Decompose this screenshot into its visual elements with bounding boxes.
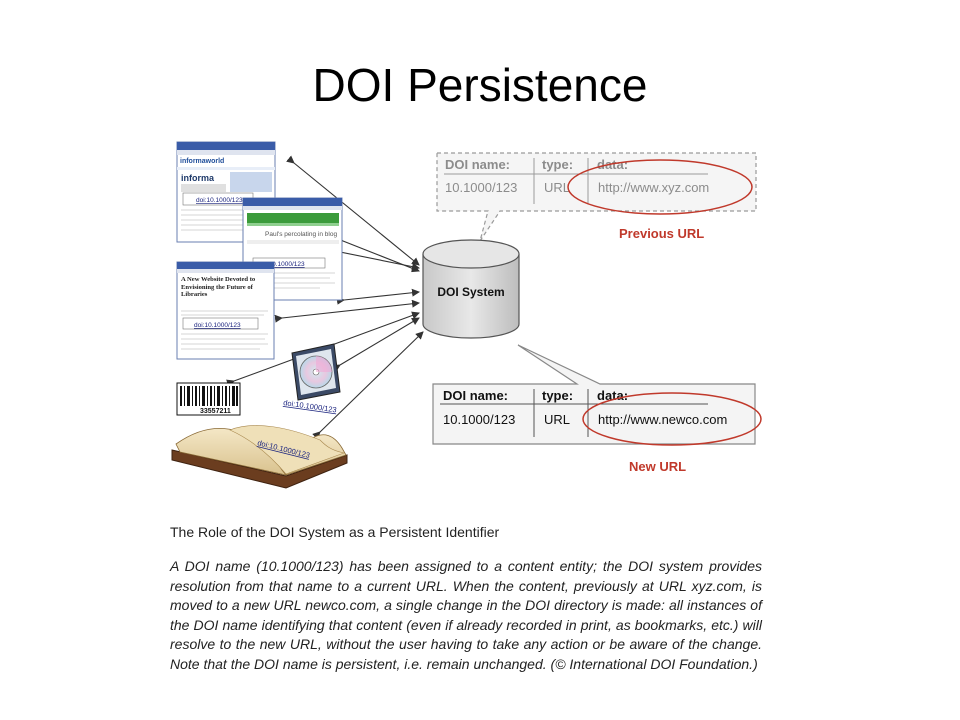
doi-tag-cd: doi:10.1000/123 <box>283 398 338 414</box>
blog-title-text: Paul's percolating in blog <box>265 231 337 238</box>
new-header-type: type: <box>542 388 573 403</box>
cd-case-icon: doi:10.1000/123 <box>283 343 341 414</box>
barcode-number: 33557211 <box>200 408 231 415</box>
journal-screenshot: A New Website Devoted to Envisioning the… <box>176 261 275 360</box>
prev-type-value: URL <box>544 180 570 195</box>
previous-url-caption: Previous URL <box>619 226 704 241</box>
prev-url-value: http://www.xyz.com <box>598 180 709 195</box>
new-url-caption: New URL <box>629 459 686 474</box>
new-header-data: data: <box>597 388 628 403</box>
new-doi-value: 10.1000/123 <box>443 412 515 427</box>
new-type-value: URL <box>544 412 570 427</box>
new-url-callout: DOI name: type: data: 10.1000/123 URL ht… <box>432 344 762 446</box>
doi-tag-informaworld: doi:10.1000/123 <box>196 197 243 204</box>
prev-doi-value: 10.1000/123 <box>445 180 517 195</box>
new-url-highlight <box>582 392 762 446</box>
prev-header-type: type: <box>542 157 573 172</box>
figure-caption-body: A DOI name (10.1000/123) has been assign… <box>170 558 762 672</box>
prev-header-doi-name: DOI name: <box>445 157 510 172</box>
doi-system-label: DOI System <box>437 285 504 299</box>
barcode-icon: 33557211 <box>176 382 241 416</box>
journal-headline: A New Website Devoted to Envisioning the… <box>181 276 256 299</box>
informa-logo: informa <box>181 173 215 183</box>
new-url-value: http://www.newco.com <box>598 412 727 427</box>
prev-url-highlight <box>567 159 753 215</box>
new-header-doi-name: DOI name: <box>443 388 508 403</box>
informaworld-site-name: informaworld <box>180 158 224 165</box>
doi-tag-journal: doi:10.1000/123 <box>194 322 241 329</box>
figure-caption-heading: The Role of the DOI System as a Persiste… <box>170 524 500 540</box>
doi-tag-blog: doi:10.1000/123 <box>258 261 305 268</box>
previous-url-callout: DOI name: type: data: 10.1000/123 URL ht… <box>436 152 757 242</box>
open-book-icon: doi:10.1000/123 <box>171 425 348 489</box>
slide-title: DOI Persistence <box>312 59 648 111</box>
doi-system-cylinder: DOI System <box>422 239 520 339</box>
